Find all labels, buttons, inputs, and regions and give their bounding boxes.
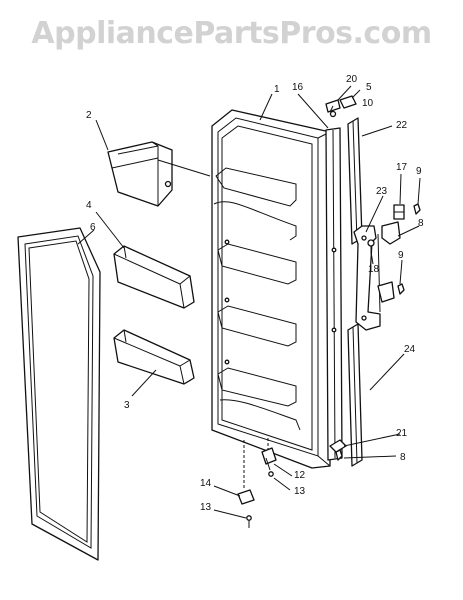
- callout-2: 2: [86, 110, 92, 121]
- part-bottom-hardware: [237, 438, 277, 528]
- part-handle: [353, 225, 381, 331]
- callout-20: 20: [346, 74, 358, 85]
- callout-9-upper: 9: [416, 166, 422, 177]
- callout-18: 18: [368, 264, 380, 275]
- callout-13-left: 13: [200, 502, 212, 513]
- part-handle-clip: [393, 204, 405, 220]
- part-top-hinge-hardware: [325, 95, 357, 118]
- callout-14: 14: [200, 478, 212, 489]
- callout-5: 5: [366, 82, 372, 93]
- part-screw-18: [367, 239, 375, 254]
- watermark-logo: AppliancePartsPros.com: [31, 16, 432, 51]
- callout-22: 22: [396, 120, 408, 131]
- part-upper-door-bin: [113, 245, 195, 309]
- part-lower-handle-trim: [347, 323, 363, 467]
- part-door-strip: [325, 127, 343, 461]
- part-lower-door-bin: [113, 329, 195, 385]
- part-handle-endcap: [377, 221, 401, 303]
- callout-10: 10: [362, 98, 374, 109]
- callout-3: 3: [124, 400, 130, 411]
- callout-9-middle: 9: [398, 250, 404, 261]
- part-upper-handle-trim: [347, 117, 363, 245]
- callout-24: 24: [404, 344, 416, 355]
- callout-16: 16: [292, 82, 304, 93]
- callout-13-right: 13: [294, 486, 306, 497]
- callout-labels: 1 2 3 4 5 6 8 8 9 9 10 12 13 13 14 16 17…: [86, 74, 424, 513]
- callout-23: 23: [376, 186, 388, 197]
- callout-12: 12: [294, 470, 306, 481]
- callout-6: 6: [90, 222, 96, 233]
- part-door-gasket: [17, 227, 101, 561]
- callout-21: 21: [396, 428, 408, 439]
- part-door-assembly: [211, 109, 331, 469]
- callout-8-lower: 8: [400, 452, 406, 463]
- callout-4: 4: [86, 200, 92, 211]
- callout-8-upper: 8: [418, 218, 424, 229]
- callout-1: 1: [274, 84, 280, 95]
- leader-lines: [77, 85, 421, 519]
- part-dairy-compartment: [107, 141, 173, 207]
- callout-17: 17: [396, 162, 408, 173]
